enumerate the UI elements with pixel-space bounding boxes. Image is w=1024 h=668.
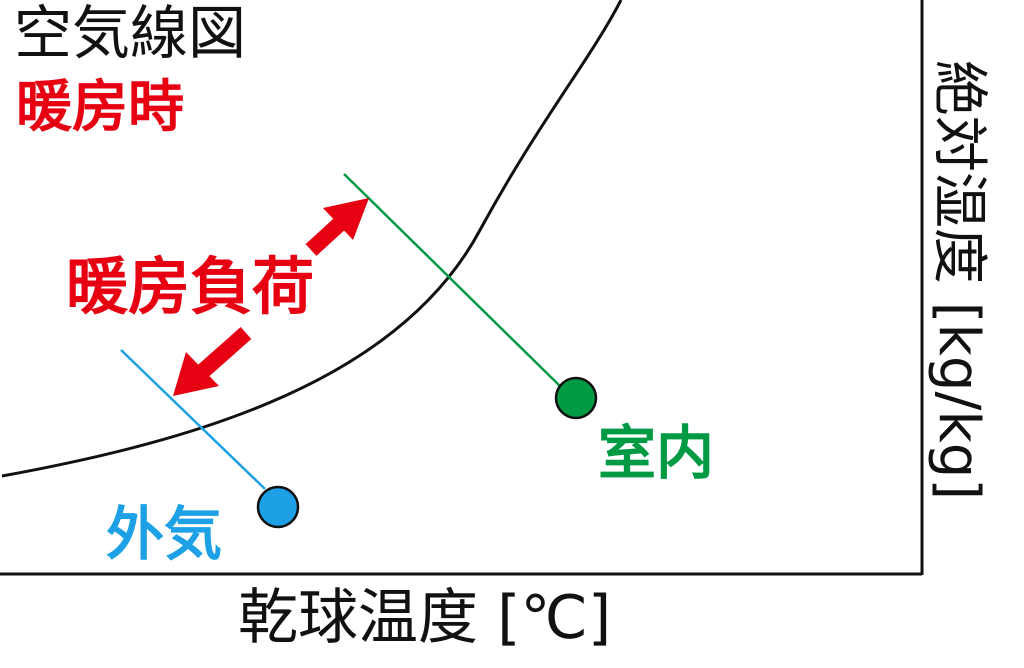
- indoor-point: [554, 376, 598, 420]
- chart-title: 空気線図: [14, 0, 247, 67]
- indoor-state-line: [343, 173, 561, 387]
- outdoor-point: [256, 485, 300, 529]
- heating-load-arrow-up: [305, 198, 369, 256]
- heating-load-label: 暖房負荷: [66, 250, 315, 323]
- saturation-curve: [1, 0, 623, 478]
- outdoor-label: 外気: [106, 500, 223, 568]
- heating-load-arrow-down: [173, 327, 252, 396]
- outdoor-state-line: [120, 349, 266, 490]
- indoor-label: 室内: [598, 419, 715, 487]
- chart-subtitle: 暖房時: [16, 75, 184, 140]
- x-axis-label: 乾球温度 [℃]: [238, 583, 612, 653]
- y-axis-label: 絶対湿度 [kg/kg]: [926, 59, 991, 501]
